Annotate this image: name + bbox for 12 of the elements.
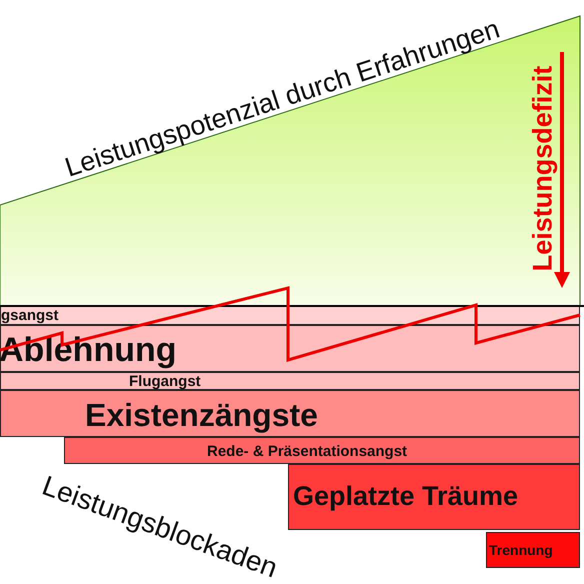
fear-band bbox=[486, 532, 580, 568]
fear-band bbox=[64, 437, 580, 464]
fear-band bbox=[0, 372, 580, 390]
fear-band bbox=[0, 390, 580, 437]
fear-band bbox=[288, 464, 580, 530]
band-label: gsangst bbox=[1, 308, 59, 323]
band-label: Rede- & Präsentationsangst bbox=[207, 444, 408, 459]
deficit-label: Leistungsdefizit bbox=[529, 65, 556, 271]
band-label: Trennung bbox=[489, 543, 553, 557]
band-label: Geplatzte Träume bbox=[293, 483, 518, 510]
band-label: Existenzängste bbox=[85, 399, 318, 431]
band-label: Flugangst bbox=[129, 374, 201, 389]
